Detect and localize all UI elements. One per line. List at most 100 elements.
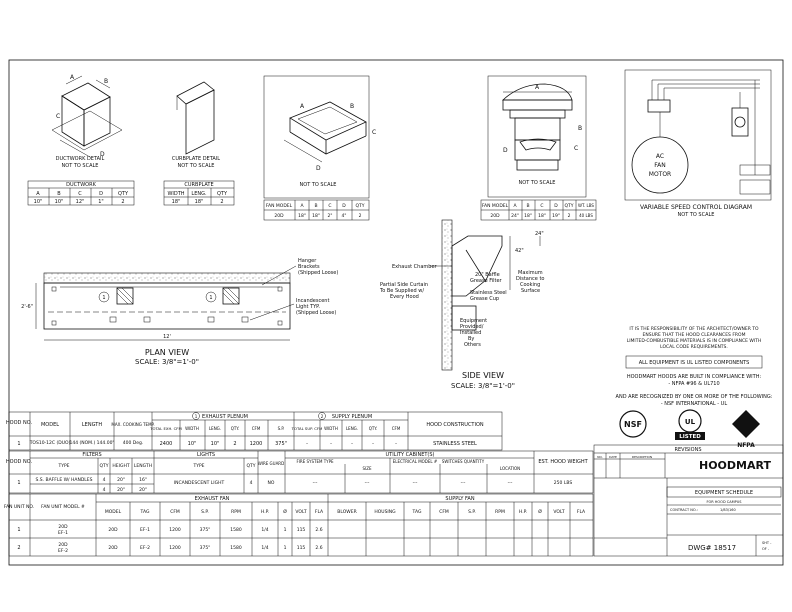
ductwork-v-d: 1" — [98, 199, 103, 205]
fan-h-ex-0: MODEL — [105, 509, 122, 515]
sheet-border — [8, 59, 784, 566]
fan-row-0-c7: 1/4 — [261, 527, 268, 533]
fan-table: FAN MODEL A B C D QTY WT. LBS 20D 24" 18… — [480, 199, 597, 221]
filter-h-height: HEIGHT — [112, 463, 129, 469]
note-recognized: AND ARE RECOGNIZED BY ONE OR MORE OF THE… — [616, 394, 773, 407]
hood-v-exh-sp: 375" — [275, 441, 287, 447]
fan-v-wt: 40 LBS — [579, 213, 593, 218]
hood-v-sup-total: - — [306, 441, 308, 447]
fan-row-1-no: 2 — [17, 545, 20, 551]
util-h-fire: FIRE SYSTEM TYPE — [296, 459, 334, 464]
fan-h-sup-9: FLA — [577, 509, 586, 515]
curbplate-h-qty: QTY — [217, 191, 228, 197]
fan-h-sup-6: H.P. — [519, 509, 527, 515]
side-dim-2: 24" — [535, 231, 544, 237]
filter-h-weight: EST. HOOD WEIGHT — [538, 459, 588, 465]
fan-h-qty: QTY — [564, 203, 573, 209]
note-responsibility: IT IS THE RESPONSIBILITY OF THE ARCHITEC… — [627, 326, 762, 350]
svg-text:D: D — [100, 151, 105, 158]
filter-h-length: LENGTH — [134, 463, 152, 469]
hood-h-exh-width: WIDTH — [185, 426, 199, 431]
fan-row-1-c9: 115 — [297, 545, 306, 551]
fan-row-0-c10: 2.6 — [315, 527, 322, 533]
fan-h-sup-0: BLOWER — [337, 509, 356, 515]
fan-h-sup-8: VOLT — [553, 509, 564, 515]
curbplate-scale: NOT TO SCALE — [178, 163, 215, 169]
sheet-title: EQUIPMENT SCHEDULE — [695, 490, 753, 496]
hood-h-sup-total: TOTAL SUP. CFM — [291, 426, 323, 431]
svg-text:C: C — [372, 129, 376, 136]
hood-v-sup-width: - — [330, 441, 332, 447]
fan-row-1-c6: 1580 — [230, 545, 242, 551]
fan-h-sup-2: TAG — [412, 509, 422, 515]
hood-v-exh-total: 2400 — [160, 441, 173, 447]
side-title: SIDE VIEW — [462, 371, 504, 380]
fan-v-b: 18" — [524, 213, 532, 219]
rev-h-desc: DESCRIPTION — [632, 455, 652, 459]
filter-v-hood-no: 1 — [17, 480, 20, 486]
fan-row-1-c4: 1200 — [169, 545, 181, 551]
svg-text:D: D — [503, 147, 508, 154]
revisions-label: REVISIONS — [674, 447, 701, 453]
curb-h-d: D — [342, 203, 346, 209]
wireguard-v: NO — [268, 480, 275, 486]
hoodmart-logo: HOODMART — [699, 459, 771, 472]
fan-row-1-c7: 1/4 — [261, 545, 268, 551]
fan-h-ex-6: Ø — [283, 508, 287, 515]
util-h-size: SIZE — [363, 466, 372, 471]
light-v-qty: 4 — [250, 480, 253, 486]
svg-text:B: B — [350, 103, 354, 110]
curb-v-d: 4" — [342, 213, 347, 219]
svg-text:2: 2 — [321, 414, 324, 419]
curb-v-a: 18" — [298, 213, 306, 219]
hood-h-exh-sp: S.P. — [278, 426, 285, 431]
curbplate-v-leng: 18" — [195, 199, 204, 205]
fan-row-0-c2: 20D — [108, 527, 118, 533]
svg-text:FAN: FAN — [654, 162, 666, 169]
curbplate-h-width: WIDTH — [167, 191, 184, 197]
util-h-location: LOCATION — [500, 466, 520, 471]
fan-row-0-c9: 115 — [297, 527, 306, 533]
ul-listed-text: LISTED — [679, 434, 701, 440]
filter-v2-length: 20" — [139, 487, 147, 493]
svg-text:1: 1 — [102, 295, 105, 301]
fan-h-ex-7: VOLT — [295, 509, 306, 515]
filter-v-qty: 4 — [103, 477, 106, 483]
vsc-scale: NOT TO SCALE — [678, 212, 715, 218]
plan-dim-depth: 2'-6" — [21, 304, 33, 310]
vsc-diagram: AC FAN MOTOR VARIABLE SPEED CONTROL DIAG… — [624, 69, 772, 218]
job-number: 1/83/160 — [720, 508, 736, 512]
hood-h-sup-leng: LENG. — [346, 426, 358, 431]
fan-h-sup-7: Ø — [538, 508, 542, 515]
nfpa-logo-text: NFPA — [737, 442, 755, 449]
contract-label: CONTRACT NO.: — [670, 508, 698, 512]
light-h-qty: QTY — [246, 463, 255, 469]
fan-row-0-model-a: 20D — [58, 524, 68, 530]
ductwork-h-a: A — [36, 191, 40, 197]
hood-v-model: TOS10-12C (DUO) — [29, 440, 71, 446]
rev-h-date: DATE — [609, 455, 617, 459]
nsf-logo-text: NSF — [624, 420, 642, 429]
fan-row-0-c8: 1 — [284, 527, 287, 533]
hood-h-sup-qty: QTY. — [369, 426, 378, 431]
fan-scale: NOT TO SCALE — [519, 180, 556, 186]
hood-h-length: LENGTH — [82, 422, 102, 428]
hood-v-maxtemp: 400 Deg. — [123, 440, 144, 446]
note-compliance: HOODMART HOODS ARE BUILT IN COMPLIANCE W… — [627, 374, 762, 387]
curb-h-a: A — [300, 203, 304, 209]
hood-h-exh-qty: QTY. — [231, 426, 240, 431]
fan-row-0-c5: 375" — [200, 527, 211, 533]
curb-table: FAN MODEL A B C D QTY 20D 18" 18" 2" 4" … — [263, 199, 370, 221]
filter-table: HOOD NO. FILTERS LIGHTS WIRE GUARD UTILI… — [6, 450, 594, 494]
svg-text:A: A — [70, 74, 75, 81]
curbplate-h-leng: LENG. — [191, 191, 207, 197]
nsf-logo — [619, 410, 647, 438]
hood-h-exh-cfm: CFM — [252, 426, 261, 431]
svg-text:MOTOR: MOTOR — [649, 171, 671, 178]
ductwork-v-qty: 2 — [121, 199, 124, 205]
hood-h-supply-plenum: SUPPLY PLENUM — [332, 414, 372, 420]
fan-row-1-model-b: EF-2 — [58, 548, 68, 554]
